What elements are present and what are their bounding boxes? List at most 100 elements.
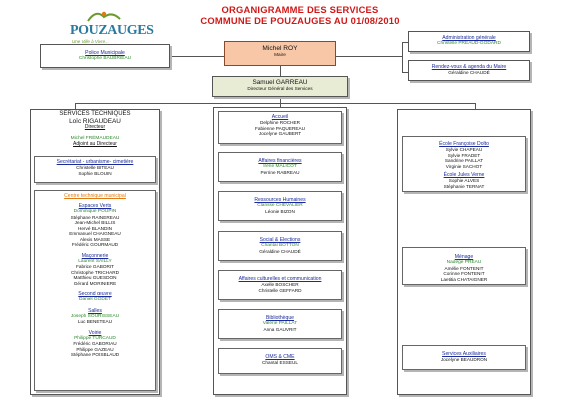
st-deputy-role: Adjoint au Directeur — [73, 140, 117, 147]
team-member: Stéphane POISBLAUD — [70, 352, 120, 358]
service-member: Léonie BIZON — [265, 208, 295, 214]
admin-person: Christelle PREAUD-GODARD — [437, 41, 501, 46]
secretariat-box: Secrétariat - urbanisme- cimetière Chris… — [34, 156, 156, 183]
service-lead: Irène MALICOT — [263, 164, 297, 169]
school-member: Sophie ALVES — [448, 178, 480, 183]
team-lead: Joseph SOURISSEAU — [70, 313, 120, 319]
chart-title: ORGANIGRAMME DES SERVICES — [221, 4, 379, 15]
admin-box: Administration générale Christelle PREAU… — [408, 31, 530, 52]
st-deputy: Michel FRÉMAUDEAU — [70, 136, 120, 142]
st-title: SERVICES TECHNIQUES — [59, 111, 131, 117]
maire-role: Maire — [274, 52, 286, 58]
team-maconnerie: Maçonnerie Laurent SAILLY Fabrice GABORI… — [35, 253, 155, 287]
team-lead: Philippe TURCAUD — [74, 335, 116, 341]
maire-name: Michel ROY — [262, 45, 298, 52]
service-lead: Chantal BOTTON — [261, 243, 299, 248]
team-member: Fabrice GABORIT — [75, 264, 115, 270]
team-member: Hervé BLANDIN — [77, 225, 113, 231]
centre-title[interactable]: Centre technique municipal — [64, 193, 126, 199]
admin-title[interactable]: Administration générale — [442, 35, 496, 41]
police-title[interactable]: Police Municipale — [85, 50, 125, 56]
service-member: Delphine ROCHER — [259, 120, 301, 125]
team-title[interactable]: Second œuvre — [78, 291, 112, 298]
service-accueil: Accueil Delphine ROCHER Fabienne PAQUERE… — [218, 111, 342, 144]
school-member: Stéphanie TERNAT — [443, 183, 485, 189]
dgs-role: Directeur Général des Services — [247, 86, 313, 92]
schools-box: École Françoise Dolto Sylvie CHAPEAU Syl… — [402, 136, 526, 192]
school-title[interactable]: École Jules Verne — [443, 172, 485, 178]
team-member: Frédéric GOURMAUD — [71, 242, 119, 248]
menage-title[interactable]: Ménage — [454, 254, 474, 260]
auxiliaires-member: Jocelyne BEAUDRON — [440, 357, 488, 362]
menage-box: Ménage Nadège PREAU Amélie FONTENIT Cori… — [402, 247, 526, 285]
rdv-title[interactable]: Rendez-vous & agenda du Maire — [431, 64, 507, 70]
team-title[interactable]: Salles — [88, 307, 102, 314]
team-member: Stéphane RAINEREAU — [70, 214, 120, 220]
team-lead: Laurent SAILLY — [78, 258, 112, 264]
connector-admin — [402, 42, 403, 72]
header: ORGANIGRAMME DES SERVICES COMMUNE DE POU… — [150, 4, 450, 26]
service-title[interactable]: Social & Elections — [259, 237, 301, 243]
school-member: Sylvie FRADET — [447, 152, 481, 158]
connector-horizontal-main — [75, 103, 475, 104]
rdv-box: Rendez-vous & agenda du Maire Géraldine … — [408, 60, 530, 81]
team-lead: Daniel GODET — [79, 297, 111, 303]
school-member: Sandrine PAILLAT — [444, 158, 484, 163]
menage-member: Corinne FONTENIT — [443, 271, 485, 277]
team-member: Christophe TRICHARD — [70, 269, 120, 275]
logo-name: POUZAUGES — [70, 23, 154, 38]
menage-member: Laetitia CHATAIGNER — [440, 276, 488, 282]
dgs-box: Samuel GARREAU Directeur Général des Ser… — [212, 76, 348, 97]
team-member: Luc BENETEAU — [77, 319, 113, 325]
rdv-person: Géraldine CHAUDÉ — [448, 70, 490, 75]
service-member: Christelle GEFFARD — [258, 287, 302, 293]
connector-left-down — [75, 103, 76, 110]
secretariat-person: Sophie BLOUIN — [78, 170, 112, 176]
connector-police — [170, 56, 224, 57]
service-rh: Ressources Humaines Clarisse CHEVALIER L… — [218, 191, 342, 221]
chart-subtitle: COMMUNE DE POUZAUGES AU 01/08/2010 — [200, 15, 400, 26]
secretariat-person: Christelle BITEAU — [76, 165, 114, 170]
logo-emblem — [87, 11, 121, 22]
service-title[interactable]: Affaires culturelles et communication — [238, 276, 322, 282]
service-member: Anna GAUVRIT — [263, 326, 297, 332]
service-lead: Clarisse CHEVALIER — [257, 203, 303, 208]
team-member: Alexis MASSE — [79, 236, 111, 242]
police-box: Police Municipale Christophe BAUBRIEAU — [40, 44, 170, 68]
team-member: Emmanuel CHAIGNEAU — [69, 231, 121, 237]
service-title[interactable]: Affaires financières — [258, 158, 302, 164]
team-member: Jean-Michel BILLIS — [74, 220, 116, 226]
maire-box: Michel ROY Maire — [224, 41, 336, 66]
service-social: Social & Elections Chantal BOTTON Gérald… — [218, 231, 342, 261]
service-title[interactable]: OMS & CME — [265, 354, 295, 360]
team-member: Matthieu GUESDON — [73, 275, 117, 281]
service-member: Perrine RABREAU — [260, 169, 300, 175]
auxiliaires-title[interactable]: Services Auxiliaires — [442, 351, 486, 357]
service-title[interactable]: Ressources Humaines — [254, 197, 306, 203]
school-title[interactable]: École Françoise Dolto — [439, 141, 489, 147]
service-title[interactable]: Accueil — [271, 114, 289, 120]
service-member: Fabienne PAQUEREAU — [255, 125, 305, 131]
school-member: Sylvie CHAPEAU — [445, 147, 483, 152]
secretariat-title[interactable]: Secrétariat - urbanisme- cimetière — [56, 159, 134, 165]
team-voirie: Voirie Philippe TURCAUD Frédéric GABORIA… — [35, 330, 155, 358]
team-title[interactable]: Voirie — [88, 329, 102, 336]
team-member: Frédéric GABORIAU — [73, 341, 117, 347]
service-bibliotheque: Bibliothèque Valérie PAILLAT Anna GAUVRI… — [218, 309, 342, 339]
team-espaces-verts: Espaces Verts Dominique POUPIN Stéphane … — [35, 203, 155, 248]
service-member: Jocelyne GAUBERT — [258, 131, 302, 136]
team-title[interactable]: Maçonnerie — [81, 252, 109, 259]
service-lead: Valérie PAILLAT — [262, 321, 298, 326]
logo-tagline: Une Ville à Vivre... — [72, 39, 109, 44]
service-culture: Affaires culturelles et communication Ax… — [218, 270, 342, 300]
team-title[interactable]: Espaces Verts — [78, 203, 112, 209]
service-title[interactable]: Bibliothèque — [265, 315, 295, 321]
service-member: Chantal ESSEUL — [262, 360, 298, 365]
connector-admin-h1 — [402, 42, 408, 43]
connector-right-down — [475, 103, 476, 110]
team-lead: Dominique POUPIN — [73, 209, 117, 214]
team-salles: Salles Joseph SOURISSEAU Luc BENETEAU — [35, 308, 155, 325]
logo: POUZAUGES Une Ville à Vivre... — [70, 9, 154, 44]
team-second-oeuvre: Second œuvre Daniel GODET — [35, 291, 155, 303]
team-member: Gérard MORINIERE — [73, 280, 117, 286]
